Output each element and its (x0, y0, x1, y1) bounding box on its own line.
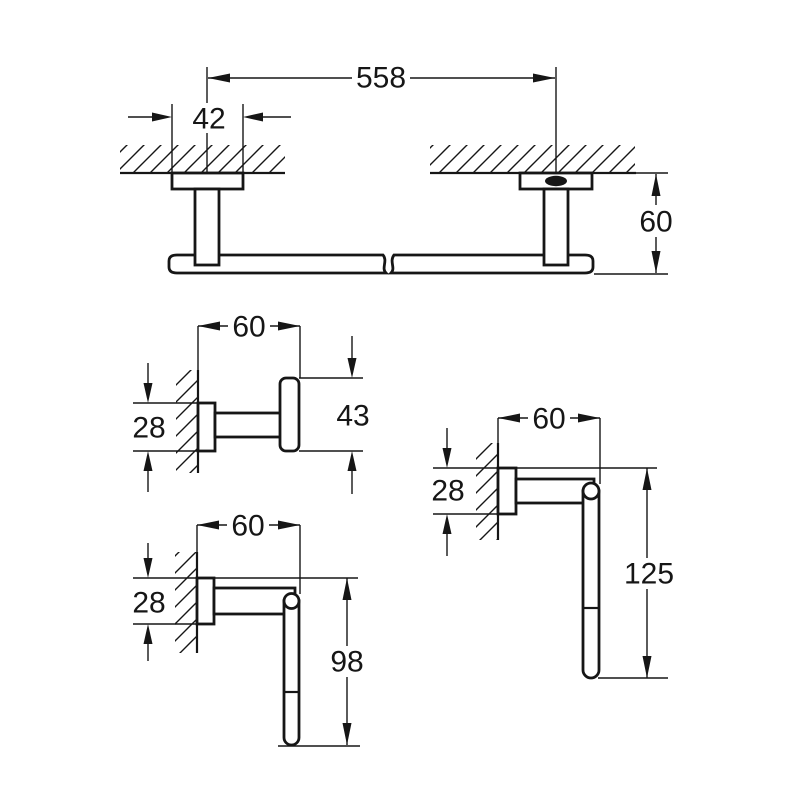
towel-bar-posts (170, 171, 594, 267)
left-post (193, 187, 221, 267)
pivot (581, 481, 601, 501)
dim-label-28-hook: 28 (132, 412, 165, 445)
figure-robe-hook: 60 28 43 (132, 310, 370, 494)
roll-arm (282, 599, 301, 747)
dim-label-558: 558 (356, 62, 406, 95)
holder-body-98 (195, 576, 301, 747)
right-post (542, 187, 570, 267)
dimension-lines-holder-98 (133, 524, 360, 747)
wall-hatch-right (430, 145, 635, 173)
wall-hatch (175, 552, 197, 653)
dim-label-60-bar: 60 (639, 206, 672, 239)
arrowheads-holder-98 (143, 520, 352, 745)
holder-arm (514, 477, 596, 505)
dim-label-43-hook: 43 (336, 400, 369, 433)
arrowheads-towel-bar (152, 73, 661, 273)
holder-escutcheon (496, 466, 518, 516)
pivot (282, 592, 301, 610)
dim-label-98: 98 (330, 646, 363, 679)
holder-arm (212, 586, 297, 616)
dim-label-28-holder98: 28 (132, 587, 165, 620)
label-background (228, 310, 270, 341)
figure-towel-bar: 558 42 60 (120, 62, 677, 275)
dim-label-60-holder125: 60 (532, 403, 565, 436)
dim-label-42: 42 (192, 103, 225, 136)
label-backgrounds (227, 509, 368, 677)
screw-head (545, 175, 567, 187)
wall-hatch (476, 443, 498, 540)
dimension-lines-hook (133, 325, 363, 494)
arrowheads-hook (143, 321, 357, 471)
hook-escutcheon (196, 401, 217, 453)
hook-body (196, 376, 301, 453)
dim-label-60-hook: 60 (232, 311, 265, 344)
holder-body-125 (496, 466, 601, 680)
figure-paper-holder-125: 60 28 125 (431, 402, 678, 680)
hook-arm (213, 411, 286, 439)
dim-label-28-holder125: 28 (431, 475, 464, 508)
wall-hatch-left (120, 145, 285, 173)
holder-escutcheon (195, 576, 216, 626)
dim-label-60-holder98: 60 (231, 510, 264, 543)
dimension-lines-holder-125 (433, 417, 668, 679)
label-backgrounds (187, 63, 677, 237)
roll-arm (581, 489, 601, 680)
figure-paper-holder-98: 60 28 98 (132, 509, 368, 747)
dim-label-125: 125 (624, 558, 674, 591)
label-backgrounds (528, 402, 678, 589)
towel-rail (167, 253, 595, 275)
hook-front (278, 376, 301, 453)
left-escutcheon (170, 171, 245, 191)
arrowheads-holder-125 (442, 413, 652, 678)
wall-hatch (176, 370, 198, 473)
